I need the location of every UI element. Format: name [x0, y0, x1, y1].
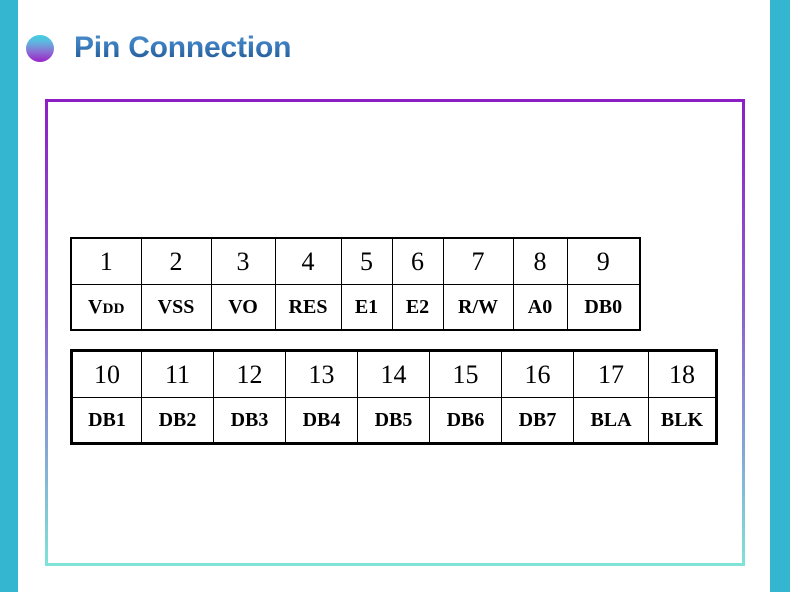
pin-name-cell: DB5	[357, 397, 430, 444]
pin-name-cell: RES	[274, 284, 342, 331]
pin-table-first-half: 1 2 3 4 5 6 7 8 9 VDD VSS VO RES E1 E2	[70, 237, 641, 331]
pin-name-cell: DB6	[429, 397, 502, 444]
pin-name-subscript: DD	[102, 299, 125, 317]
pin-name-cell: VSS	[140, 284, 212, 331]
frame-edge-top	[45, 99, 745, 102]
pin-number-cell: 10	[71, 350, 142, 398]
pin-name-cell: VDD	[70, 284, 142, 331]
content-frame: 1 2 3 4 5 6 7 8 9 VDD VSS VO RES E1 E2	[45, 99, 745, 566]
pin-number-cell: 14	[357, 350, 430, 398]
pin-number-cell: 15	[429, 350, 502, 398]
pin-number-cell: 16	[501, 350, 574, 398]
pin-name-cell: BLA	[573, 397, 649, 444]
pin-number-cell: 2	[140, 237, 212, 285]
pin-name-cell: DB2	[141, 397, 214, 444]
pin-name-main: V	[88, 295, 103, 318]
slide-title-row: Pin Connection	[26, 26, 291, 70]
decorative-side-bar-left	[0, 0, 18, 592]
pin-number-cell: 8	[512, 237, 568, 285]
pin-number-cell: 9	[566, 237, 641, 285]
pin-name-cell: DB1	[71, 397, 142, 444]
pin-name-cell: E1	[340, 284, 393, 331]
frame-edge-right	[742, 99, 745, 566]
decorative-side-bar-right	[770, 0, 790, 592]
pin-number-cell: 17	[573, 350, 649, 398]
pin-number-cell: 1	[70, 237, 142, 285]
filled-circle-bullet-icon	[26, 34, 54, 62]
table-row-pin-numbers: 10 11 12 13 14 15 16 17 18	[71, 350, 717, 398]
pin-number-cell: 18	[648, 350, 717, 398]
table-row-pin-numbers: 1 2 3 4 5 6 7 8 9	[70, 237, 641, 285]
pin-number-cell: 11	[141, 350, 214, 398]
pin-name-cell: DB3	[213, 397, 286, 444]
pin-name-cell: E2	[391, 284, 444, 331]
pin-name-cell: DB0	[566, 284, 641, 331]
table-row-pin-names: DB1 DB2 DB3 DB4 DB5 DB6 DB7 BLA BLK	[71, 397, 717, 444]
pin-number-cell: 13	[285, 350, 358, 398]
pin-name-cell: DB4	[285, 397, 358, 444]
pin-name-cell: VO	[210, 284, 276, 331]
frame-edge-bottom	[45, 563, 745, 566]
pin-name-cell: DB7	[501, 397, 574, 444]
pin-name-cell: A0	[512, 284, 568, 331]
page-title: Pin Connection	[74, 31, 292, 64]
pin-number-cell: 5	[340, 237, 393, 285]
pin-table-second-half: 10 11 12 13 14 15 16 17 18 DB1 DB2 DB3 D…	[70, 349, 718, 445]
pin-number-cell: 4	[274, 237, 342, 285]
pin-number-cell: 3	[210, 237, 276, 285]
pin-number-cell: 12	[213, 350, 286, 398]
pin-name-cell: BLK	[648, 397, 717, 444]
pin-number-cell: 6	[391, 237, 444, 285]
pin-number-cell: 7	[442, 237, 514, 285]
table-row-pin-names: VDD VSS VO RES E1 E2 R/W A0 DB0	[70, 284, 641, 331]
frame-edge-left	[45, 99, 48, 566]
pin-name-cell: R/W	[442, 284, 514, 331]
